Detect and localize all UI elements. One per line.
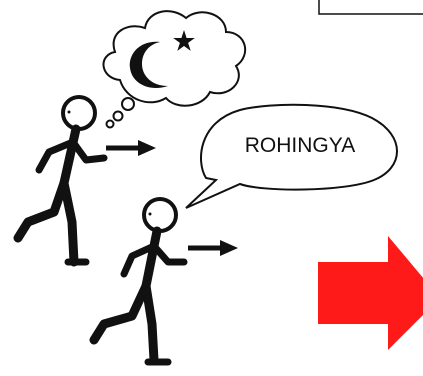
big-red-arrow	[318, 236, 423, 350]
speech-bubble: ROHINGYA	[186, 105, 397, 208]
thought-bubble	[104, 11, 246, 127]
running-figure-2	[94, 199, 184, 362]
small-arrow-2	[188, 240, 238, 256]
small-arrow-1	[106, 140, 156, 156]
top-right-box	[319, 0, 423, 14]
running-figure-1	[18, 97, 104, 262]
speech-bubble-text: ROHINGYA	[245, 134, 355, 157]
